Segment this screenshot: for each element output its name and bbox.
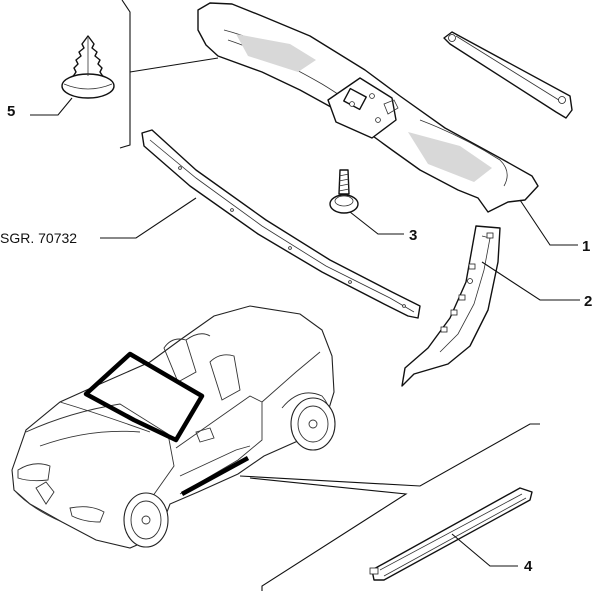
leader-2 (481, 261, 580, 301)
windscreen-frame-highlight (83, 351, 205, 443)
screw-part-3[interactable] (329, 169, 359, 214)
push-clip-part-5[interactable] (61, 35, 115, 99)
leader-5 (30, 97, 73, 116)
callout-5: 5 (7, 103, 15, 120)
leader-sgr (100, 197, 197, 239)
car-illustration (11, 305, 336, 549)
reference-sgr: SGR. 70732 (0, 230, 77, 246)
rear-cover-panel-part-1[interactable] (197, 2, 539, 213)
leader-4 (451, 533, 518, 567)
support-rod[interactable] (443, 31, 573, 119)
group-bracket (119, 0, 219, 149)
callout-2: 2 (584, 293, 592, 310)
callout-4: 4 (524, 558, 533, 575)
pillar-trim-part-2[interactable] (401, 225, 501, 387)
windscreen-weatherstrip[interactable] (141, 129, 421, 319)
callout-1: 1 (582, 238, 590, 255)
sill-highlight (180, 456, 250, 496)
leader-3 (349, 211, 404, 235)
car-reference-leaders (239, 423, 540, 591)
callout-3: 3 (409, 227, 417, 244)
leader-1 (519, 199, 578, 246)
